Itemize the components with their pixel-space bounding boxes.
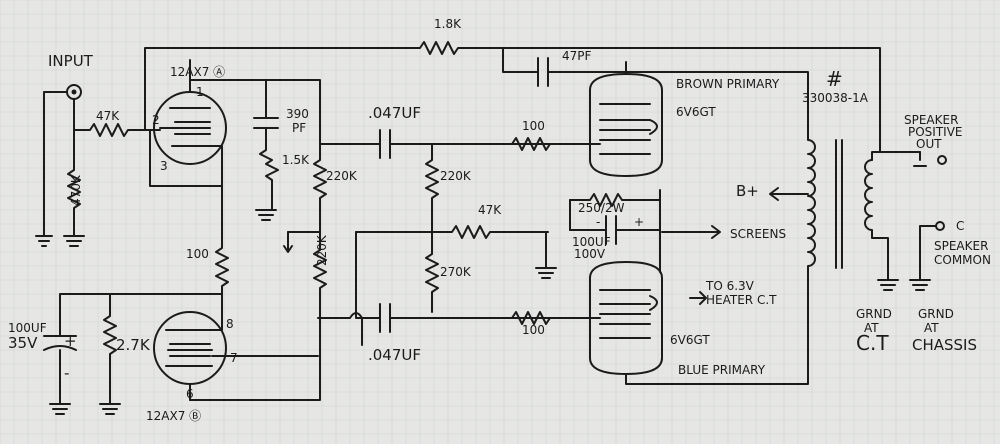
capacitor-100uf-bypass bbox=[569, 215, 661, 245]
capacitor-100uf-cathode bbox=[43, 293, 223, 415]
transformer-part-label: 330038-1A bbox=[802, 91, 869, 105]
capacitor-390pf bbox=[253, 79, 279, 221]
resistor-270k bbox=[425, 231, 439, 313]
r-100-tube-label: 100 bbox=[186, 247, 209, 261]
b-plus-label: B+ bbox=[736, 182, 759, 200]
capacitor-47pf bbox=[519, 57, 809, 127]
pin-3-label: 3 bbox=[160, 159, 168, 173]
grnd-chassis-label-2: AT bbox=[924, 321, 939, 335]
grnd-ct-label-3: C.T bbox=[856, 331, 889, 355]
c-047-top-label: .047UF bbox=[368, 104, 421, 122]
r-2-7k-label: 2.7K bbox=[116, 336, 151, 354]
r-220k-b-label: 220K bbox=[440, 169, 472, 183]
speaker-positive-label-2: POSITIVE bbox=[908, 125, 963, 139]
brown-primary-label: BROWN PRIMARY bbox=[676, 77, 780, 91]
blue-primary-label: BLUE PRIMARY bbox=[678, 363, 766, 377]
pin-1-label: 1 bbox=[196, 85, 204, 99]
speaker-c-label: C bbox=[956, 219, 964, 233]
pin-7-label: 7 bbox=[230, 351, 238, 365]
r-100-bottom-label: 100 bbox=[522, 323, 545, 337]
resistor-47k-mid bbox=[431, 225, 549, 239]
r-470k-label: 470K bbox=[69, 174, 83, 206]
transformer-secondary bbox=[864, 159, 889, 281]
tube-b-label: 12AX7 Ⓑ bbox=[146, 409, 201, 423]
grnd-chassis-label-3: CHASSIS bbox=[912, 336, 977, 354]
transformer-core bbox=[835, 139, 843, 269]
capacitor-047-bottom bbox=[355, 231, 591, 333]
screens-label: SCREENS bbox=[730, 227, 786, 241]
speaker-positive-label-1: SPEAKER bbox=[904, 113, 958, 127]
grnd-chassis-label-1: GRND bbox=[918, 307, 954, 321]
resistor-100-tube bbox=[213, 235, 229, 331]
speaker-common-label-1: SPEAKER bbox=[934, 239, 988, 253]
tube-12ax7-b bbox=[153, 311, 227, 385]
heater-label-1: TO 6.3V bbox=[705, 279, 755, 293]
r-270k-label: 270K bbox=[440, 265, 472, 279]
tube-6v6gt-bottom bbox=[589, 261, 663, 375]
c-390-unit-label: PF bbox=[292, 121, 306, 135]
r-250-label: 250/2W bbox=[578, 201, 625, 215]
labels: INPUT 47K 470K 12AX7 Ⓐ 1 2 3 390 PF 1.5K… bbox=[8, 17, 991, 423]
r-220k-a-label: 220K bbox=[326, 169, 358, 183]
resistor-100-bottom-grid bbox=[499, 311, 591, 325]
grnd-ct-label-2: AT bbox=[864, 321, 879, 335]
c-390-label: 390 bbox=[286, 107, 309, 121]
tube-bottom-label: 6V6GT bbox=[670, 333, 710, 347]
resistor-220k-a bbox=[313, 143, 327, 233]
resistor-47k-input bbox=[73, 123, 161, 137]
c-cathode-voltage-label: 35V bbox=[8, 334, 38, 352]
r-47k-mid-label: 47K bbox=[478, 203, 502, 217]
tube-top-label: 6V6GT bbox=[676, 105, 716, 119]
transformer-hash: # bbox=[826, 67, 843, 91]
capacitor-047-top bbox=[319, 129, 591, 159]
speaker-common-terminal bbox=[935, 221, 945, 231]
c-cathode-label: 100UF bbox=[8, 321, 47, 335]
resistor-2-7k bbox=[99, 293, 121, 415]
r-feedback-label: 1.8K bbox=[434, 17, 462, 31]
r-220k-c-label: 220K bbox=[315, 234, 329, 266]
pin-6-label: 6 bbox=[186, 387, 194, 401]
c-bypass-label: 100UF bbox=[572, 235, 611, 249]
c-bypass-plus: + bbox=[634, 215, 644, 229]
c-cathode-minus: - bbox=[64, 364, 69, 382]
pin-2-label: 2 bbox=[152, 113, 160, 127]
pin-8-label: 8 bbox=[226, 317, 234, 331]
tube-a-label: 12AX7 Ⓐ bbox=[170, 65, 225, 79]
resistor-220k-b bbox=[425, 143, 439, 233]
c-bypass-voltage-label: 100V bbox=[574, 247, 606, 261]
transformer-primary bbox=[807, 125, 816, 301]
tube-6v6gt-top bbox=[589, 73, 663, 177]
resistor-100-top-grid bbox=[499, 137, 591, 151]
c-047-bottom-label: .047UF bbox=[368, 346, 421, 364]
resistor-470k-ground bbox=[63, 129, 85, 247]
speaker-positive-label-3: OUT bbox=[916, 137, 942, 151]
resistor-250-2w bbox=[569, 193, 661, 207]
speaker-positive-terminal bbox=[937, 155, 947, 165]
c-47pf-label: 47PF bbox=[562, 49, 592, 63]
c-cathode-plus: + bbox=[64, 332, 77, 350]
r-1-5k-label: 1.5K bbox=[282, 153, 310, 167]
r-100-top-label: 100 bbox=[522, 119, 545, 133]
speaker-common-label-2: COMMON bbox=[934, 253, 991, 267]
c-bypass-minus: - bbox=[596, 215, 600, 229]
circuit-wiring bbox=[35, 41, 947, 415]
grnd-ct-label-1: GRND bbox=[856, 307, 892, 321]
input-label: INPUT bbox=[48, 52, 94, 70]
heater-label-2: HEATER C.T bbox=[706, 293, 777, 307]
r-47k-input-label: 47K bbox=[96, 109, 120, 123]
